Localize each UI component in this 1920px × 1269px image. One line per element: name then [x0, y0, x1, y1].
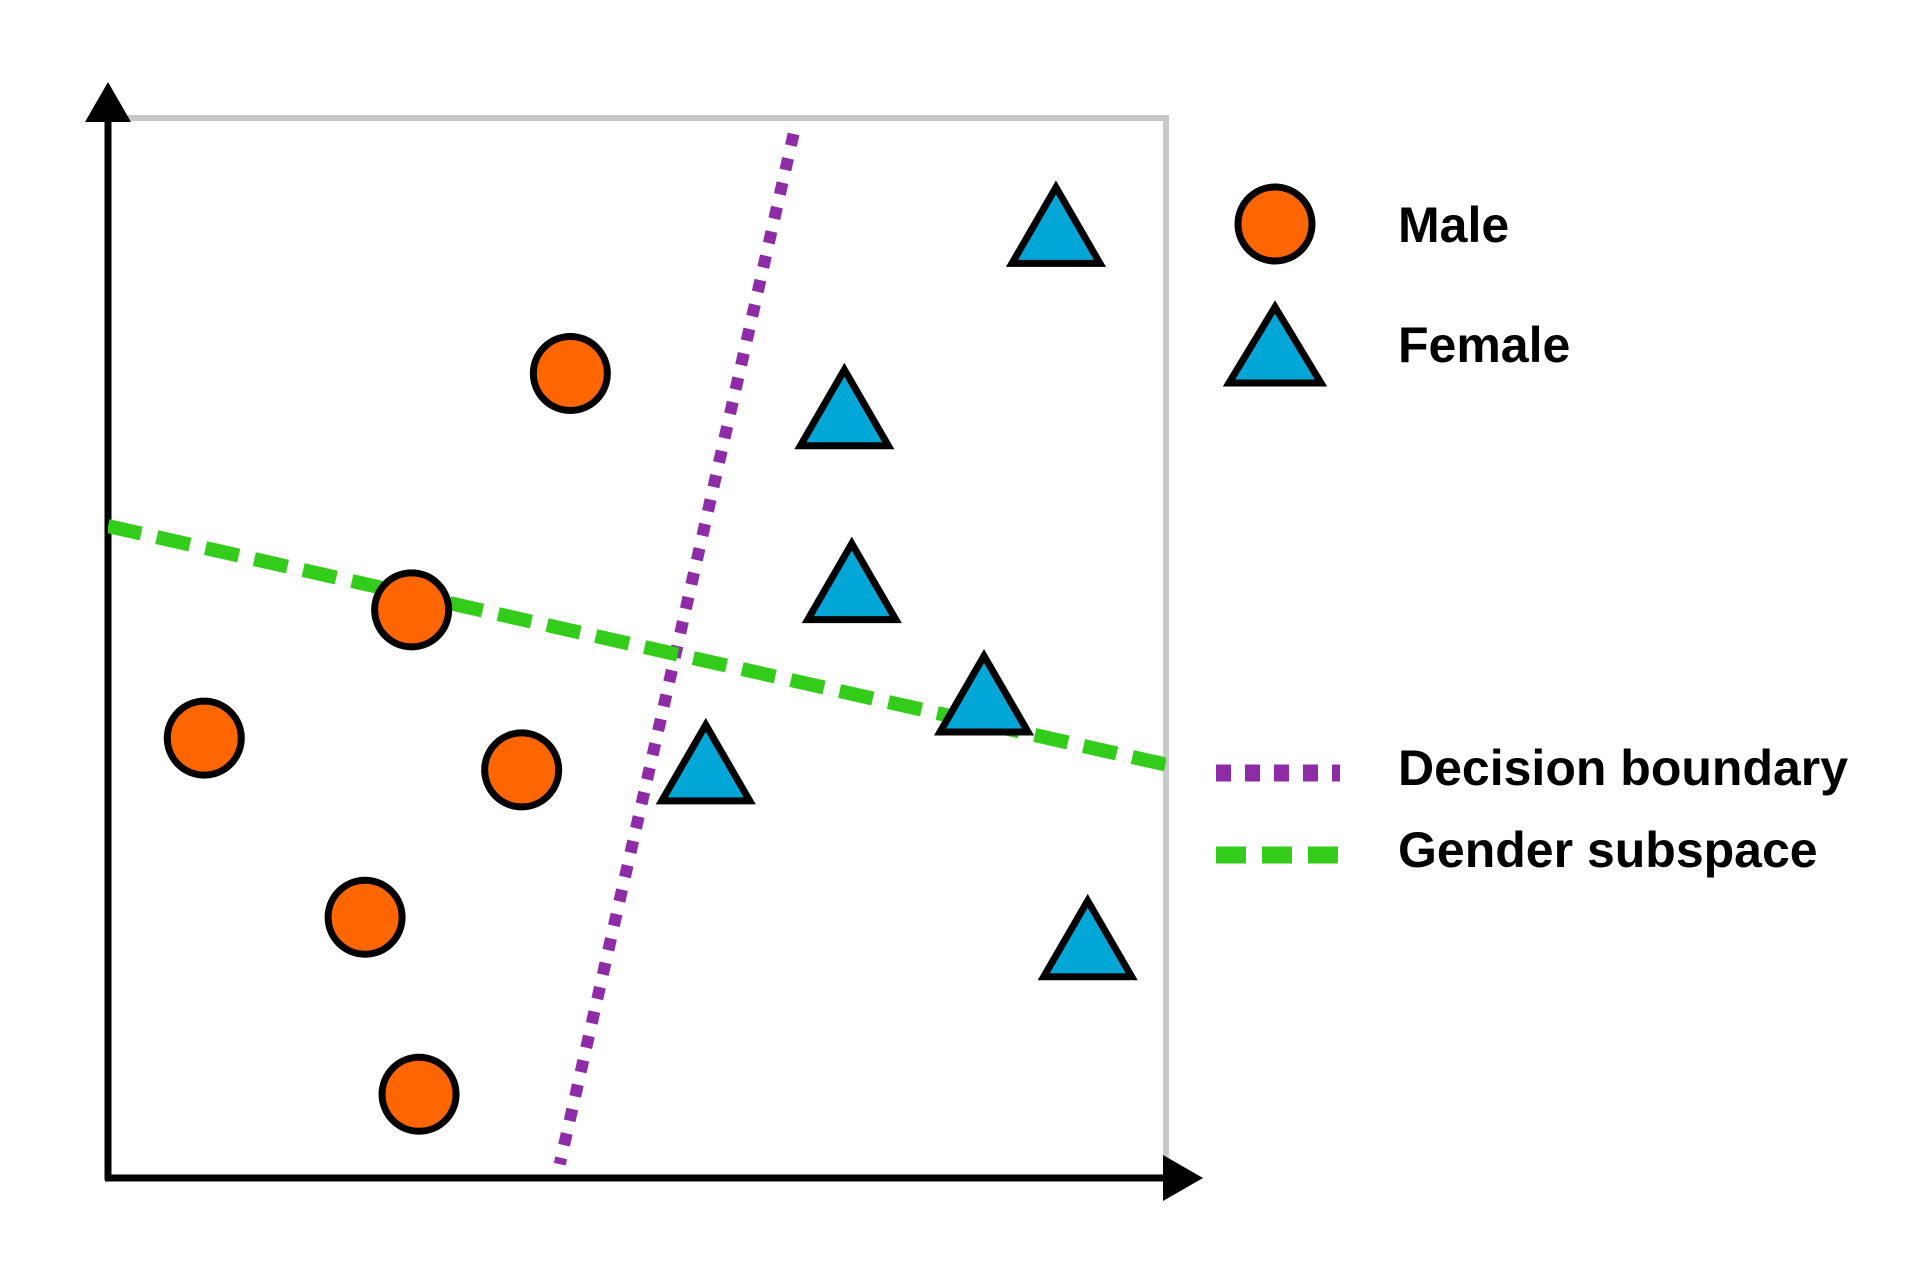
plot-frame [108, 115, 1169, 1178]
x-axis-arrow-icon [1163, 1155, 1203, 1201]
male-point-circle [529, 332, 611, 414]
female-point-triangle [794, 362, 895, 450]
male-point-circle [371, 569, 453, 651]
female-point-triangle [655, 717, 756, 805]
female-point-triangle [1005, 180, 1107, 267]
y-axis-arrow-icon [85, 82, 131, 122]
legend-female-triangle-icon [1222, 300, 1328, 387]
data-markers [163, 180, 1138, 1135]
male-point-circle [481, 729, 563, 811]
reference-lines [108, 132, 1166, 1166]
legend-male-circle-icon [1234, 183, 1316, 265]
legend-male-label: Male [1398, 197, 1509, 253]
female-point-triangle [1037, 893, 1138, 981]
male-point-circle [378, 1053, 460, 1135]
legend-decision-boundary-label: Decision boundary [1398, 740, 1848, 796]
male-point-circle [324, 876, 406, 958]
male-point-circle [163, 697, 245, 779]
legend: Male Female Decision boundary Gender sub… [1216, 183, 1848, 878]
legend-gender-subspace-label: Gender subspace [1398, 822, 1818, 878]
legend-female-label: Female [1398, 317, 1570, 373]
female-point-triangle [933, 648, 1035, 736]
female-point-triangle [801, 536, 902, 624]
